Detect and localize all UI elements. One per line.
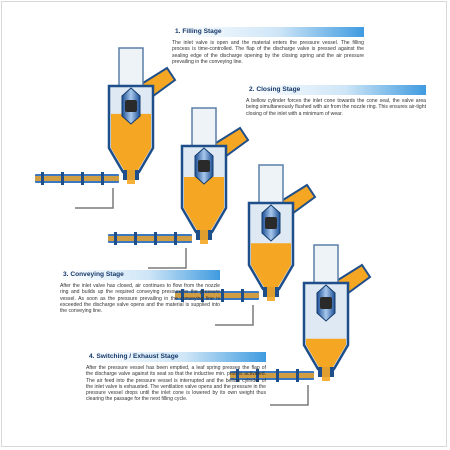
pipe-material [230, 373, 314, 378]
stage-description: After the pressure vessel has been empti… [86, 365, 266, 403]
pipe-flange [296, 369, 299, 382]
pipe-flange [236, 369, 239, 382]
pipe-flange [256, 369, 259, 382]
stage-title: 3. Conveying Stage [60, 270, 220, 280]
bellow [125, 100, 137, 112]
stage-1: 1. Filling Stage The inlet valve is open… [172, 27, 364, 65]
vessel-unit-1 [35, 47, 177, 209]
material-fill [184, 177, 224, 230]
stage-description: A bellow cylinder forces the inlet cone … [246, 98, 426, 117]
bellow-cylinder [118, 47, 144, 87]
pipe-flange [41, 172, 44, 185]
vessel-unit-3 [175, 164, 317, 326]
pipe-flange [61, 172, 64, 185]
air-line [148, 248, 187, 269]
vessel-unit-4 [230, 244, 372, 406]
pipe-material [35, 176, 119, 181]
stage-description: After the inlet valve has closed, air co… [60, 283, 220, 315]
bellow-cylinder [313, 244, 339, 284]
bellow-cylinder [191, 107, 217, 147]
stage-title: 1. Filling Stage [172, 27, 364, 37]
bellow [265, 217, 277, 229]
pipe-flange [154, 232, 157, 245]
discharge-flow [127, 168, 135, 184]
pipe-flange [241, 289, 244, 302]
air-line [215, 305, 254, 326]
bellow [198, 160, 210, 172]
discharge-flow [200, 228, 208, 244]
bellow-cylinder [258, 164, 284, 204]
pipe-flange [134, 232, 137, 245]
air-line [75, 188, 114, 209]
stage-4: 4. Switching / Exhaust Stage After the p… [86, 352, 266, 403]
pipe-flange [81, 172, 84, 185]
material-fill [111, 113, 151, 170]
pipe-material [175, 293, 259, 298]
bellow [320, 297, 332, 309]
pipe-flange [181, 289, 184, 302]
pipe-flange [114, 232, 117, 245]
stage-3: 3. Conveying Stage After the inlet valve… [60, 270, 220, 314]
stage-title: 4. Switching / Exhaust Stage [86, 352, 266, 362]
discharge-flow [322, 365, 330, 381]
pipe-flange [221, 289, 224, 302]
material-fill [251, 243, 291, 287]
stage-2: 2. Closing Stage A bellow cylinder force… [246, 85, 426, 117]
stage-description: The inlet valve is open and the material… [172, 40, 364, 65]
pipe-flange [101, 172, 104, 185]
material-fill [306, 338, 346, 367]
pipe-flange [201, 289, 204, 302]
pipe-flange [276, 369, 279, 382]
discharge-flow [267, 285, 275, 301]
pipe-flange [174, 232, 177, 245]
pipe-material [108, 236, 192, 241]
vessel-unit-2 [108, 107, 250, 269]
stage-title: 2. Closing Stage [246, 85, 426, 95]
air-line [270, 385, 309, 406]
